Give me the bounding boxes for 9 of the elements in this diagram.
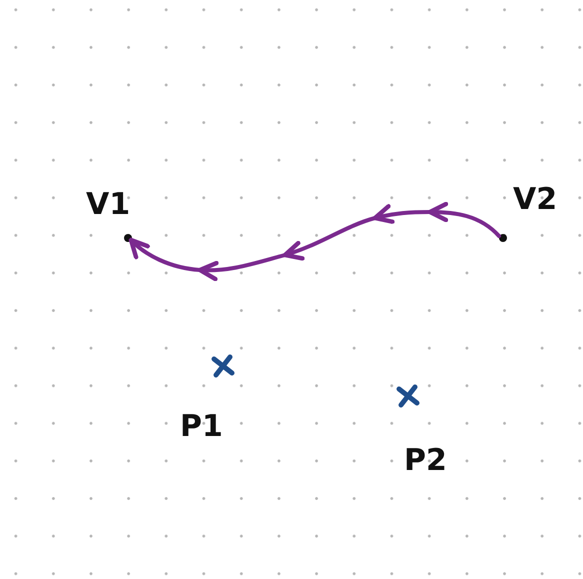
cross-mark xyxy=(396,384,420,408)
point-dot xyxy=(124,234,132,242)
point-label: V1 xyxy=(86,190,130,220)
cross-mark xyxy=(212,354,234,378)
mark-label: P2 xyxy=(404,446,447,476)
curved-arrow xyxy=(128,202,502,281)
point-dot xyxy=(499,234,507,242)
mark-label: P1 xyxy=(180,412,223,442)
point-label: V2 xyxy=(513,185,558,215)
